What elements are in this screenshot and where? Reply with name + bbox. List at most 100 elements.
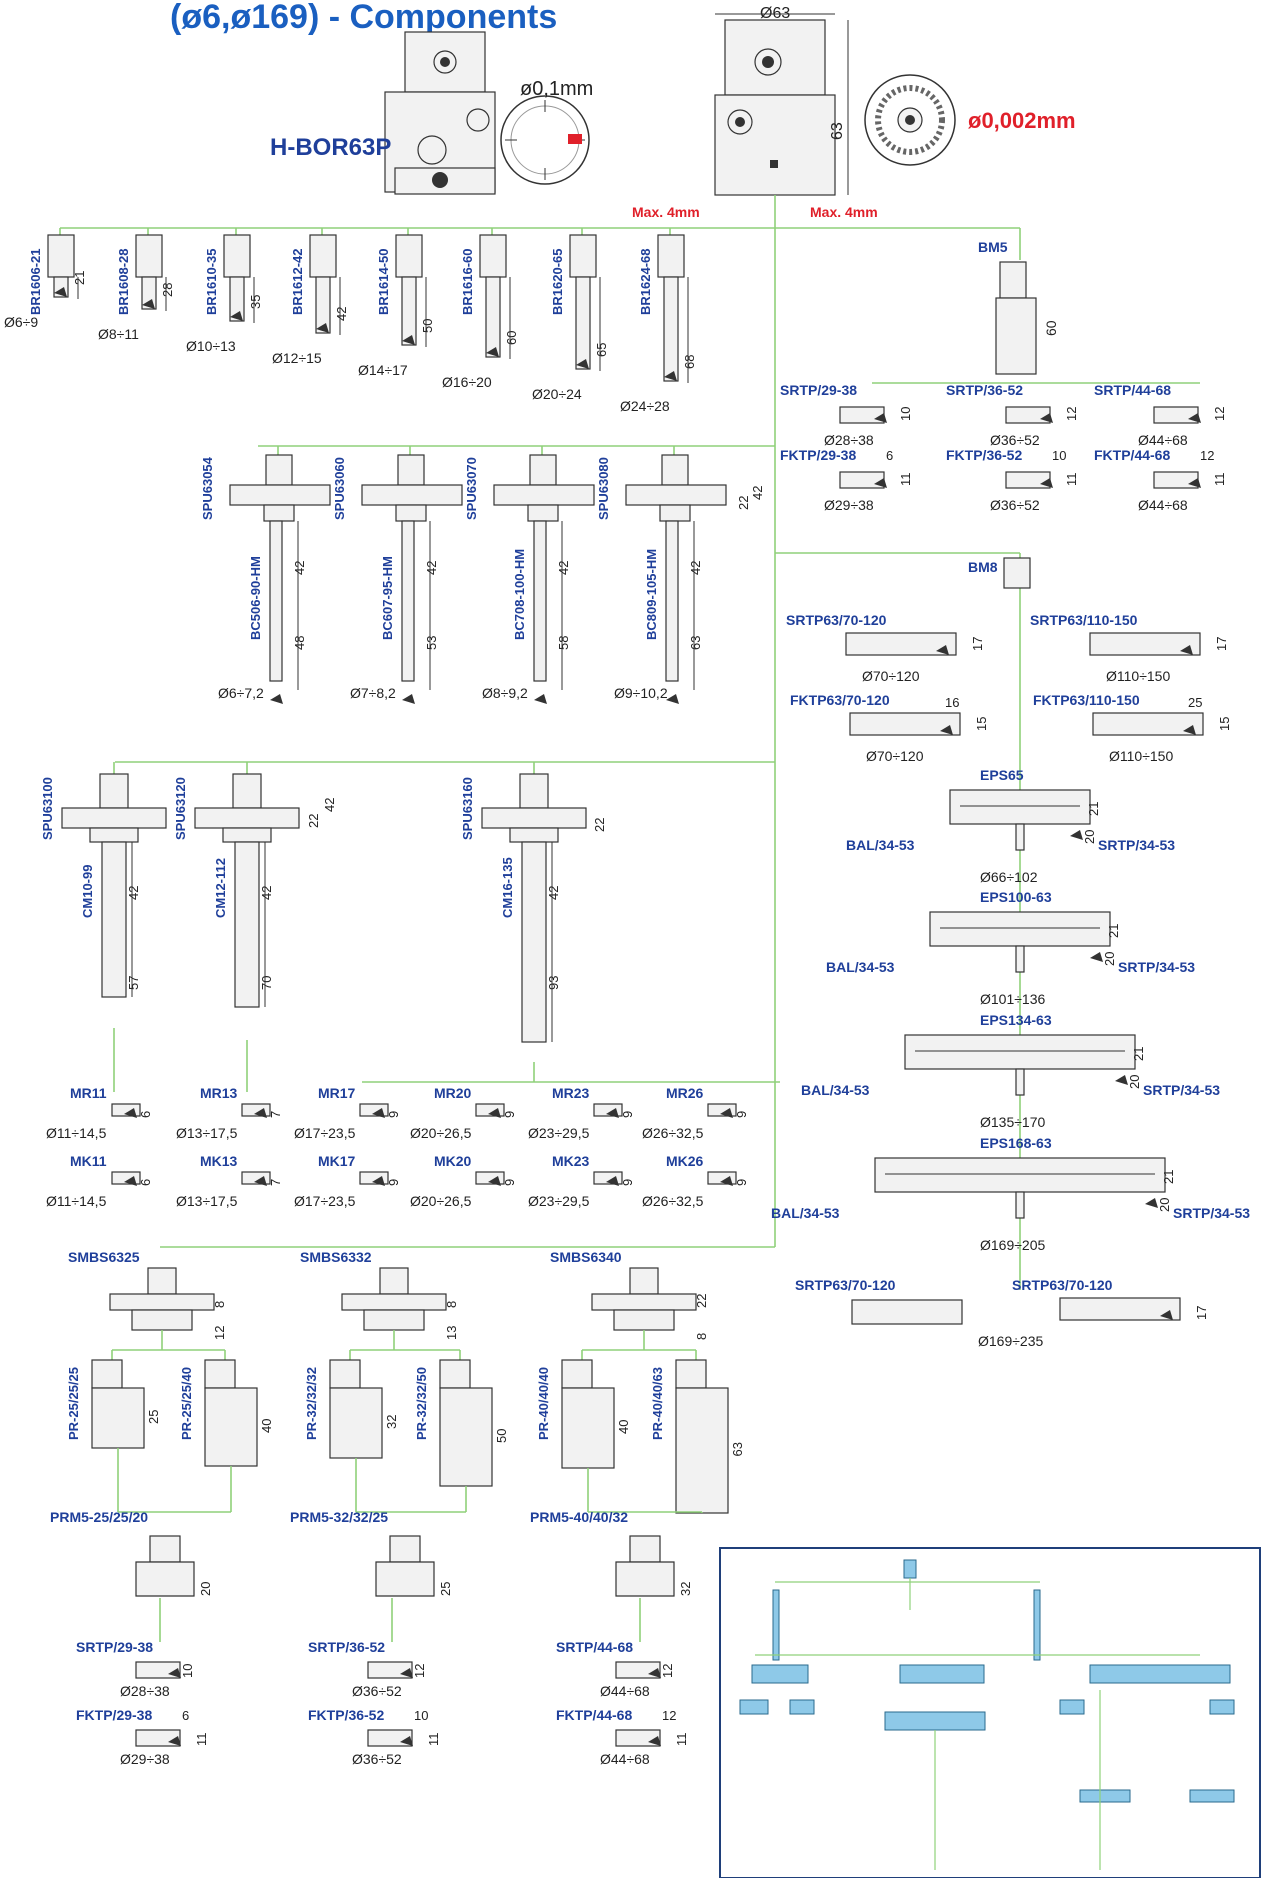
spu-bar [533, 520, 547, 682]
eps-right-tool: SRTP/34-53 [1143, 1082, 1220, 1098]
bm8-tool-range: Ø70÷120 [862, 668, 920, 684]
mr-depth: 9 [502, 1111, 517, 1118]
spu-insert-icon [270, 694, 283, 704]
mk-code: MK20 [434, 1153, 472, 1169]
mk-depth: 9 [502, 1179, 517, 1186]
pr-dim: 40 [616, 1420, 631, 1434]
br-insert-icon [486, 347, 499, 357]
spu-insert-icon [534, 694, 547, 704]
bottom-fktp-insert-icon [648, 1736, 661, 1746]
mk-insert-icon [372, 1176, 385, 1186]
head-height: 63 [829, 122, 846, 140]
bm5-tool-depth: 12 [1064, 407, 1079, 421]
dial-icon-left [500, 95, 590, 185]
eps-bottom-body [1059, 1297, 1181, 1321]
spu-shank [661, 454, 689, 486]
br-range: Ø20÷24 [532, 386, 582, 402]
bm8-tool-width: 16 [945, 695, 959, 710]
bottom-srtp-range: Ø28÷38 [120, 1683, 170, 1699]
bm8-insert-icon [940, 725, 953, 735]
br-body [485, 276, 501, 358]
spu-l-code: SPU63160 [460, 777, 475, 840]
smbs-shank [147, 1267, 177, 1295]
bottom-srtp-code: SRTP/44-68 [556, 1639, 633, 1655]
page-title: (ø6,ø169) - Components [170, 0, 557, 36]
mr-range: Ø11÷14,5 [46, 1125, 107, 1141]
mr-range: Ø26÷32,5 [642, 1125, 704, 1141]
br-code: BR1616-60 [460, 249, 475, 316]
eps-left-tool: BAL/34-53 [801, 1082, 870, 1098]
spu-bar-code: BC607-95-HM [380, 556, 395, 640]
bm5-tool-range: Ø36÷52 [990, 497, 1040, 513]
eps-insert-icon [1090, 952, 1103, 962]
mk-range: Ø11÷14,5 [46, 1193, 107, 1209]
eps-right-tool: SRTP/34-53 [1173, 1205, 1250, 1221]
br-body [315, 276, 331, 334]
br-insert-icon [54, 287, 67, 297]
spu-bar [665, 520, 679, 682]
mk-range: Ø23÷29,5 [528, 1193, 590, 1209]
mk-insert-icon [720, 1176, 733, 1186]
spu-code: SPU63080 [596, 457, 611, 520]
bm8-label: BM8 [968, 559, 998, 575]
bm5-tool-code: SRTP/36-52 [946, 382, 1023, 398]
bottom-srtp-code: SRTP/29-38 [76, 1639, 153, 1655]
mr-depth: 7 [268, 1111, 283, 1118]
br-length: 65 [594, 343, 609, 357]
mk-code: MK23 [552, 1153, 590, 1169]
spu-range: Ø8÷9,2 [482, 685, 528, 701]
pr-body [439, 1387, 493, 1487]
spu-bar [269, 520, 283, 682]
eps-dim-b: 20 [1082, 830, 1097, 844]
head-left [384, 31, 496, 195]
prm-top [389, 1535, 421, 1563]
bottom-srtp-code: SRTP/36-52 [308, 1639, 385, 1655]
prm-code: PRM5-40/40/32 [530, 1509, 628, 1525]
eps-range: Ø135÷170 [980, 1114, 1046, 1130]
bottom-fktp-range: Ø36÷52 [352, 1751, 402, 1767]
smbs-dim-b: 13 [444, 1326, 459, 1340]
bm5-insert-icon [1040, 413, 1053, 423]
bm8-tool-body [1089, 632, 1201, 656]
mr-depth: 9 [620, 1111, 635, 1118]
spu-range: Ø6÷7,2 [218, 685, 264, 701]
smbs-hub [613, 1309, 675, 1331]
bm5-tool-depth: 11 [1212, 473, 1227, 487]
pr-code: PR-32/32/32 [304, 1367, 319, 1440]
bm5-tool-body [1005, 406, 1051, 424]
mr-range: Ø17÷23,5 [294, 1125, 356, 1141]
pr-dim: 63 [730, 1442, 745, 1456]
spu-code: SPU63060 [332, 457, 347, 520]
smbs-section: SMBS6325812SMBS6332813SMBS6340228PR-25/2… [50, 1249, 745, 1597]
mk-depth: 9 [386, 1179, 401, 1186]
bm5-body [995, 297, 1037, 375]
bm5-tool-code: FKTP/36-52 [946, 447, 1022, 463]
spu-l-code: SPU63120 [173, 777, 188, 840]
br-length: 50 [420, 319, 435, 333]
br-shank [47, 234, 75, 278]
eps-insert-icon [1070, 830, 1083, 840]
bm5-tool-body [839, 406, 885, 424]
eps-insert-icon [1115, 1075, 1128, 1085]
br-shank [395, 234, 423, 278]
br-length: 68 [682, 355, 697, 369]
spu-l-bar-code: CM10-99 [80, 865, 95, 918]
mr-depth: 9 [386, 1111, 401, 1118]
bottom-fktp-width: 6 [182, 1708, 189, 1723]
eps-body [949, 789, 1091, 825]
bm5-tool-body [1153, 406, 1199, 424]
bm5-tool-width: 12 [1200, 448, 1214, 463]
eps-dim-a: 21 [1106, 924, 1121, 938]
spu-l-shank [232, 773, 262, 809]
spu-l-dim-a: 42 [259, 886, 274, 900]
spu-shank [265, 454, 293, 486]
bm8-tool-code: FKTP63/70-120 [790, 692, 890, 708]
spu-l-bar-code: CM16-135 [500, 857, 515, 918]
spu-l-hub [222, 827, 272, 843]
bm5-tool-body [1005, 471, 1051, 489]
pr-top [91, 1359, 123, 1389]
